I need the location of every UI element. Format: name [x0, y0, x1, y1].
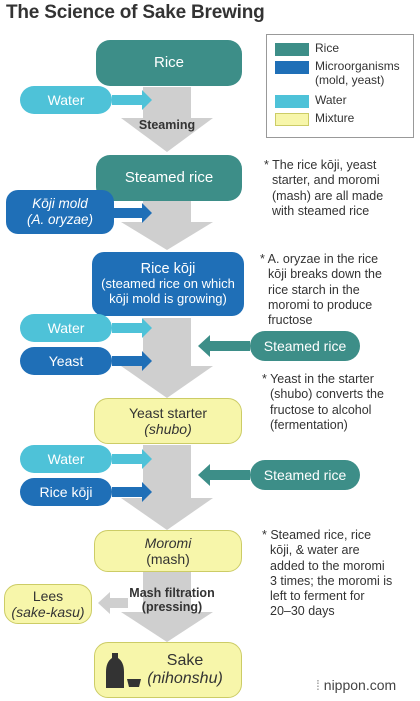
note-4-line: left to ferment for — [270, 589, 365, 603]
label-mash-filtration-2: (pressing) — [141, 600, 203, 615]
node-steamed-rice-label: Steamed rice — [124, 169, 214, 187]
legend-swatch-micro — [275, 61, 309, 74]
node-water-1-label: Water — [47, 91, 85, 108]
node-water-3-label: Water — [47, 450, 85, 467]
water3-arrow — [112, 449, 152, 469]
node-rice-koji-sub-1: (steamed rice on which — [101, 276, 235, 292]
node-yeast: Yeast — [20, 347, 112, 375]
node-water-2: Water — [20, 314, 112, 342]
node-koji-mold-sub: (A. oryzae) — [26, 212, 94, 227]
note-1-line: starter, and moromi — [272, 173, 380, 188]
legend-label-micro: Microorganisms (mold, yeast) — [315, 59, 400, 87]
steamed-rice-arrow-2 — [198, 464, 250, 486]
node-steamed-rice-side-2: Steamed rice — [250, 460, 360, 490]
down-arrow-5 — [121, 570, 213, 642]
yeast-arrow — [112, 351, 152, 371]
node-sake: Sake (nihonshu) — [94, 642, 242, 698]
note-4-line: 20–30 days — [270, 604, 335, 619]
note-3-line: (fermentation) — [270, 417, 348, 432]
steamed-rice-arrow-1 — [198, 335, 250, 357]
water2-arrow — [112, 318, 152, 338]
brand-dots-icon: ⁞ — [316, 677, 320, 693]
node-lees-label: Lees — [32, 587, 64, 604]
label-steaming: Steaming — [138, 118, 196, 132]
note-2-line: * A. oryzae in the rice — [260, 252, 379, 266]
legend: Rice Microorganisms (mold, yeast) Water … — [266, 34, 414, 138]
legend-label-water: Water — [315, 93, 347, 107]
node-rice-koji-small: Rice kōji — [20, 478, 112, 506]
node-steamed-rice: Steamed rice — [96, 155, 242, 201]
legend-label-rice: Rice — [315, 41, 340, 55]
brand-logo: ⁞ nippon.com — [316, 677, 396, 693]
note-4-line: 3 times; the moromi is — [270, 573, 393, 588]
note-1: * The rice kōji, yeast starter, and moro… — [264, 158, 383, 219]
node-rice-koji: Rice kōji (steamed rice on which kōji mo… — [92, 252, 244, 316]
node-steamed-rice-side-1: Steamed rice — [250, 331, 360, 361]
node-koji-mold: Kōji mold (A. oryzae) — [6, 190, 114, 234]
note-3-line: * Yeast in the starter — [262, 372, 374, 386]
node-steamed-rice-side-2-label: Steamed rice — [263, 466, 347, 483]
node-water-1: Water — [20, 86, 112, 114]
node-moromi: Moromi (mash) — [94, 530, 242, 572]
node-rice: Rice — [96, 40, 242, 86]
node-koji-mold-label: Kōji mold — [32, 196, 88, 212]
note-4-line: kōji, & water are — [270, 543, 360, 558]
note-2-line: rice starch in the — [268, 282, 360, 297]
page-title: The Science of Sake Brewing — [6, 2, 265, 23]
node-rice-koji-label: Rice kōji — [140, 260, 196, 277]
node-steamed-rice-side-1-label: Steamed rice — [263, 337, 347, 354]
note-2-line: fructose — [268, 313, 313, 327]
node-rice-koji-small-label: Rice kōji — [39, 483, 93, 500]
note-3-line: fructose to alcohol — [270, 402, 372, 417]
legend-label-mixture: Mixture — [315, 111, 355, 125]
note-3: * Yeast in the starter (shubo) converts … — [262, 372, 384, 433]
rice-koji-arrow — [112, 482, 152, 502]
brand-text: nippon.com — [323, 677, 397, 693]
label-mash-filtration-1: Mash filtration — [129, 586, 215, 600]
node-rice-koji-sub-2: kōji mold is growing) — [109, 291, 227, 307]
node-moromi-sub: (mash) — [146, 551, 190, 567]
down-arrow-2 — [121, 200, 213, 250]
node-rice-label: Rice — [153, 54, 184, 72]
note-2-line: kōji breaks down the — [268, 267, 382, 282]
node-yeast-starter: Yeast starter (shubo) — [94, 398, 242, 444]
node-moromi-label: Moromi — [144, 534, 192, 551]
sake-bottle-icon — [106, 653, 141, 688]
down-arrow-3 — [121, 318, 213, 398]
node-water-2-label: Water — [47, 319, 85, 336]
node-yeast-starter-sub: (shubo) — [144, 421, 192, 437]
note-4-line: * Steamed rice, rice — [262, 528, 372, 542]
lees-arrow — [98, 592, 128, 614]
node-water-3: Water — [20, 445, 112, 473]
label-mash-filtration: Mash filtration (pressing) — [122, 586, 222, 615]
note-3-line: (shubo) converts the — [270, 387, 384, 402]
note-4: * Steamed rice, rice kōji, & water are a… — [262, 528, 392, 620]
koji-mold-arrow — [114, 203, 152, 223]
node-sake-sub: (nihonshu) — [147, 670, 223, 687]
note-2-line: moromi to produce — [268, 297, 373, 312]
legend-swatch-rice — [275, 43, 309, 56]
node-yeast-starter-label: Yeast starter — [128, 404, 208, 421]
note-1-line: (mash) are all made — [272, 188, 384, 203]
node-yeast-label: Yeast — [48, 352, 84, 369]
node-lees-sub: (sake-kasu) — [11, 604, 85, 620]
note-4-line: added to the moromi — [270, 558, 385, 573]
note-2: * A. oryzae in the rice kōji breaks down… — [260, 252, 382, 328]
node-sake-label: Sake — [166, 651, 204, 669]
node-lees: Lees (sake-kasu) — [4, 584, 92, 624]
legend-swatch-mixture — [275, 113, 309, 126]
note-1-line: with steamed rice — [272, 203, 370, 218]
water1-arrow — [112, 90, 152, 110]
note-1-line: * The rice kōji, yeast — [264, 158, 377, 172]
legend-swatch-water — [275, 95, 309, 108]
